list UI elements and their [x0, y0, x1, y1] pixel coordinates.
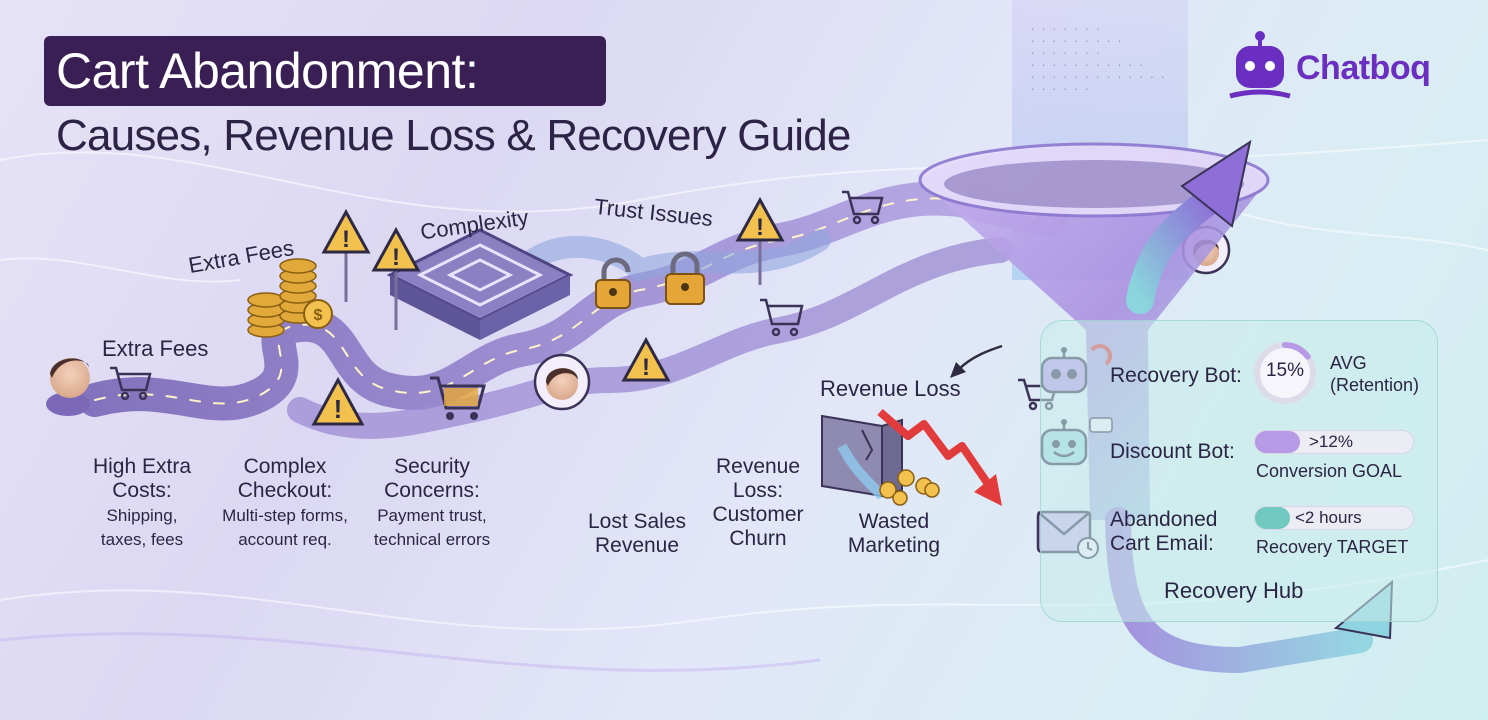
discount-value: >12%	[1309, 432, 1353, 451]
loss-line: Revenue	[594, 534, 680, 557]
retention-ring	[1254, 342, 1316, 404]
cause-heading: Concerns:	[384, 479, 480, 502]
loss-line: Revenue	[715, 455, 801, 478]
cause-heading: Complex	[243, 455, 327, 478]
svg-text:!: !	[392, 244, 400, 271]
email-value: <2 hours	[1295, 508, 1362, 527]
warning-sign-icon: !	[621, 336, 671, 382]
retention-caption: AVG	[1330, 353, 1367, 373]
svg-text:!: !	[756, 214, 764, 241]
broken-dam-icon	[821, 414, 903, 500]
loss-line: Loss:	[732, 479, 784, 502]
cause-detail: account req.	[238, 530, 332, 549]
maze-icon	[386, 228, 574, 340]
loss-line: Marketing	[847, 534, 941, 557]
svg-text:!: !	[342, 226, 350, 253]
shopping-cart-icon	[842, 190, 884, 225]
cause-heading: High Extra	[92, 455, 192, 478]
page-subtitle: Causes, Revenue Loss & Recovery Guide	[56, 111, 851, 160]
cause-extra-costs: High Extra Costs: Shipping, taxes, fees	[82, 455, 202, 551]
svg-text:$: $	[314, 307, 323, 324]
warning-sign-icon: !	[735, 196, 785, 285]
shopping-cart-icon	[430, 376, 486, 420]
down-trend-arrow-icon	[877, 408, 1002, 506]
loss-line: Customer	[712, 503, 804, 526]
warning-sign-icon: !	[311, 376, 365, 426]
discount-bot-label: Discount Bot:	[1110, 440, 1235, 463]
cause-detail: Shipping,	[106, 506, 178, 525]
revenue-loss-heading: Revenue Loss	[820, 376, 961, 401]
label-extra-fees-road: Extra Fees	[102, 336, 209, 361]
brand: Chatboq	[1228, 28, 1468, 108]
broken-padlock-icon	[595, 257, 631, 309]
loss-line: Lost Sales	[587, 510, 687, 533]
customer-avatar-icon	[46, 358, 90, 416]
retention-value: 15%	[1265, 360, 1305, 381]
gold-coin-icon	[879, 469, 940, 506]
cause-detail: Multi-step forms,	[222, 506, 348, 525]
cause-heading: Costs:	[112, 479, 172, 502]
leak-arrow-icon	[950, 344, 1003, 378]
discount-progress-fill	[1255, 431, 1300, 453]
retention-caption: (Retention)	[1330, 375, 1420, 395]
discount-caption: Conversion GOAL	[1256, 461, 1403, 481]
coin-stack-icon: $	[247, 258, 333, 338]
page-title: Cart Abandonment:	[56, 43, 479, 99]
shopping-cart-icon	[110, 366, 152, 401]
loss-wasted-marketing: Wasted Marketing	[842, 510, 946, 558]
loss-customer-churn: Revenue Loss: Customer Churn	[704, 455, 812, 551]
recovery-panel	[1040, 320, 1438, 622]
cause-security-concerns: Security Concerns: Payment trust, techni…	[364, 455, 500, 551]
code-overlay: . . . . . . . . . . . . . . . . . . . . …	[1030, 23, 1166, 93]
brand-name: Chatboq	[1296, 48, 1431, 87]
loss-line: Churn	[729, 527, 787, 550]
cause-complex-checkout: Complex Checkout: Multi-step forms, acco…	[212, 455, 358, 551]
warning-sign-icon: !	[321, 208, 371, 302]
title-banner: Cart Abandonment:	[44, 36, 606, 106]
recovery-hub-label: Recovery Hub	[1164, 578, 1304, 603]
recovery-bot-label: Recovery Bot:	[1110, 364, 1242, 387]
svg-text:!: !	[642, 354, 650, 381]
cause-detail: taxes, fees	[100, 530, 184, 549]
loss-lost-sales: Lost Sales Revenue	[584, 510, 690, 558]
brand-logo-spacer	[1228, 37, 1290, 99]
cart-email-label: Cart Email:	[1110, 532, 1214, 555]
cause-heading: Checkout:	[237, 479, 333, 502]
retention-ring-arc	[1254, 342, 1316, 404]
growth-arrow-icon	[1126, 139, 1252, 314]
warning-sign-icon: !	[371, 226, 421, 330]
customer-avatar-icon	[533, 353, 591, 411]
email-caption: Recovery TARGET	[1256, 537, 1409, 557]
svg-text:!: !	[334, 394, 343, 424]
cause-detail: Payment trust,	[377, 506, 487, 525]
shopping-cart-icon	[760, 298, 804, 337]
email-progress-fill	[1255, 507, 1291, 529]
padlock-icon	[665, 251, 705, 305]
discount-progress: >12%	[1254, 430, 1414, 454]
cause-heading: Security	[394, 455, 470, 478]
cause-detail: technical errors	[373, 530, 491, 549]
email-progress: <2 hours	[1254, 506, 1414, 530]
robot-logo-icon	[1229, 31, 1291, 99]
cart-email-label: Abandoned	[1110, 508, 1218, 531]
loss-line: Wasted	[858, 510, 930, 533]
